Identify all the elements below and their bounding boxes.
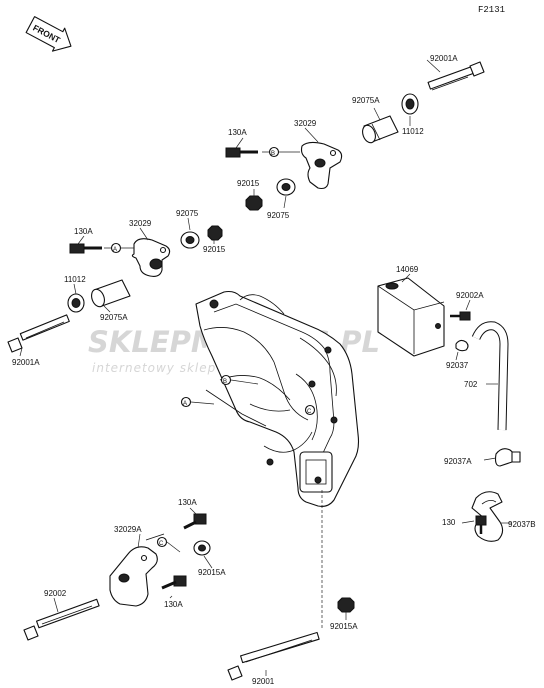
- label-92015a-mid: 92015A: [198, 568, 226, 577]
- callout-c-frame-letter: C: [307, 409, 312, 415]
- label-92037: 92037: [446, 361, 469, 370]
- label-92015-mid2: 92015: [203, 245, 226, 254]
- callout-a-frame: [180, 396, 192, 408]
- bolt-130a-3: [183, 513, 207, 530]
- clamp-92037a: [494, 448, 521, 467]
- label-92075a-top: 92075A: [352, 96, 380, 105]
- callout-b-frame-letter: B: [223, 379, 227, 385]
- callout-b-top: [268, 146, 280, 158]
- label-92015-mid: 92015: [237, 179, 260, 188]
- bracket-32029a: [109, 533, 165, 607]
- hose-702: [471, 321, 509, 431]
- label-92075-mid: 92075: [267, 211, 290, 220]
- reservoir-14069: [377, 277, 445, 357]
- bracket-32029-top: [300, 141, 343, 190]
- label-130a-1: 130A: [228, 128, 247, 137]
- label-130a-2: 130A: [74, 227, 93, 236]
- label-92001: 92001: [252, 677, 275, 686]
- bolt-130-right: [475, 515, 487, 534]
- label-32029-top: 32029: [294, 119, 317, 128]
- callout-c-low: [156, 536, 168, 548]
- label-130-right: 130: [442, 518, 456, 527]
- bolt-130a-2: [69, 243, 102, 254]
- collar-92075a-left: [91, 279, 131, 308]
- label-92002a: 92002A: [456, 291, 484, 300]
- label-32029a: 32029A: [114, 525, 142, 534]
- nut-92015a-low: [337, 597, 355, 613]
- bolt-130a-4: [161, 575, 187, 590]
- label-92001a-left: 92001A: [12, 358, 40, 367]
- bolt-92001a-left: [7, 314, 70, 353]
- callout-c-frame: [304, 404, 316, 416]
- callout-a-top: [110, 242, 122, 254]
- collar-92075a-top: [362, 115, 399, 144]
- label-11012-top: 11012: [402, 127, 424, 136]
- label-92015a-low: 92015A: [330, 622, 358, 631]
- bolt-92001a-top: [427, 61, 485, 91]
- clamp-92037: [455, 339, 469, 352]
- bolt-130a-1: [225, 147, 258, 158]
- bolt-92002: [23, 598, 100, 641]
- collar-92075-mid: [276, 178, 296, 196]
- label-92075a-left: 92075A: [100, 313, 128, 322]
- nut-92015-mid: [245, 195, 263, 211]
- label-11012-left: 11012: [64, 275, 86, 284]
- front-arrow-icon: FRONT: [25, 16, 72, 52]
- label-92075-mid2: 92075: [176, 209, 199, 218]
- callout-c-low-letter: C: [159, 541, 164, 547]
- label-32029-mid: 32029: [129, 219, 152, 228]
- label-92001a-top: 92001A: [430, 54, 458, 63]
- collar-92075-mid2: [180, 231, 200, 249]
- callout-a-top-letter: A: [113, 247, 117, 253]
- bracket-32029-mid: [131, 238, 171, 277]
- callout-b-top-letter: B: [271, 151, 275, 157]
- label-130a-3: 130A: [178, 498, 197, 507]
- callout-b-frame: [220, 374, 232, 386]
- bracket-92037b: [471, 491, 504, 542]
- label-14069: 14069: [396, 265, 419, 274]
- frame: [195, 290, 360, 507]
- bolt-92001: [227, 631, 320, 681]
- label-702: 702: [464, 380, 478, 389]
- washer-11012-top: [401, 93, 419, 115]
- callout-a-frame-letter: A: [183, 401, 187, 407]
- label-92037b: 92037B: [508, 520, 536, 529]
- figure-code: F2131: [478, 5, 505, 15]
- label-92002: 92002: [44, 589, 67, 598]
- nut-92015-mid2: [207, 225, 223, 241]
- collar-92015a-mid: [193, 540, 211, 556]
- label-92037a: 92037A: [444, 457, 472, 466]
- screw-92002a: [450, 311, 471, 321]
- washer-11012-left: [67, 293, 85, 313]
- label-130a-4: 130A: [164, 600, 183, 609]
